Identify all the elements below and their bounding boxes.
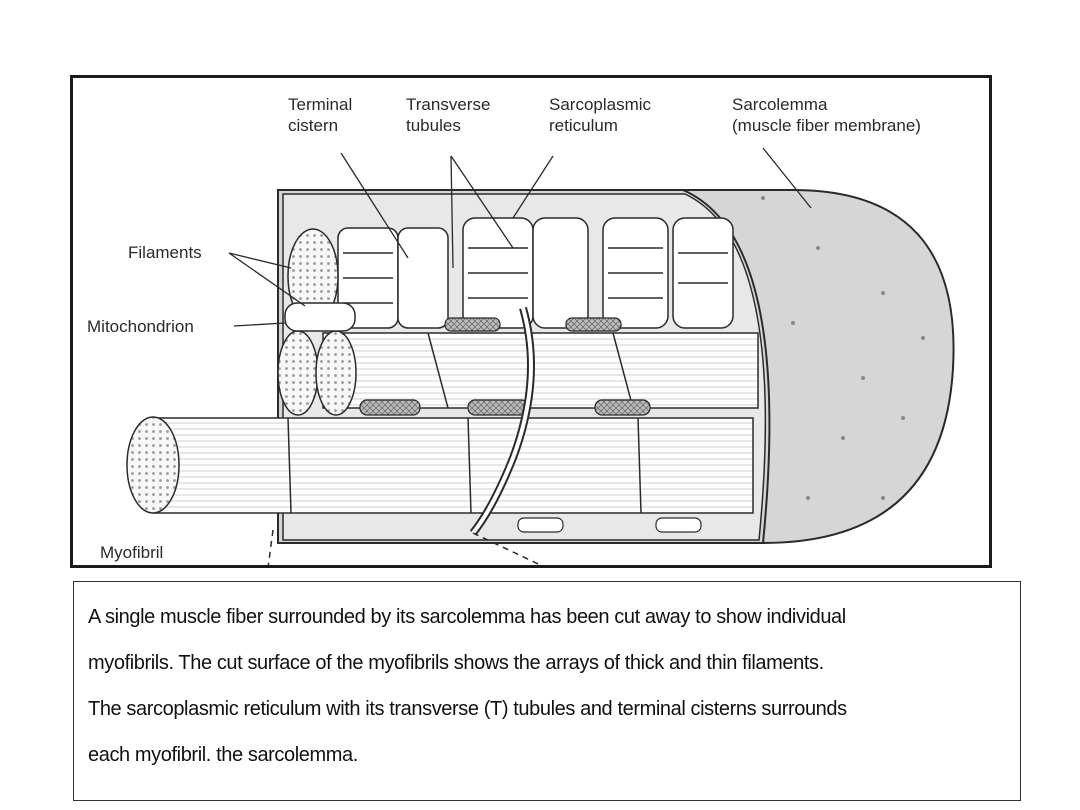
- filaments-label: Filaments: [128, 243, 202, 262]
- sarcolemma-cut-edge: [682, 189, 771, 544]
- terminal-cistern-label-1: Terminal: [288, 95, 352, 114]
- transverse-tubules-label-1: Transverse: [406, 95, 490, 114]
- sarcoplasmic-reticulum: [337, 217, 734, 329]
- muscle-fiber-figure: Terminal cistern Transverse tubules Sarcop…: [70, 75, 992, 568]
- caption-box: A single muscle fiber surrounded by its …: [73, 581, 1021, 801]
- caption-line-2: myofibrils. The cut surface of the myofi…: [88, 652, 824, 674]
- sarcoplasmic-reticulum-label-2: reticulum: [549, 116, 618, 135]
- terminal-cistern-label-2: cistern: [288, 116, 338, 135]
- sarcoplasmic-reticulum-label-1: Sarcoplasmic: [549, 95, 652, 114]
- myofibril-front-end: [126, 416, 180, 514]
- caption-line-4: each myofibril. the sarcolemma.: [88, 744, 358, 766]
- sarcolemma-pores: [761, 196, 925, 500]
- mitochondrion-label: Mitochondrion: [87, 317, 194, 336]
- svg-text:Sarcolemma(muscle fiber membra: Sarcolemma (muscle fiber membrane): [732, 95, 921, 135]
- caption-line-1: A single muscle fiber surrounded by its …: [88, 606, 846, 628]
- muscle-fiber-diagram: Terminal cistern Transverse tubules Sarcop…: [87, 95, 955, 565]
- transverse-tubules-label-2: tubules: [406, 116, 461, 135]
- filaments-cross-section-2: [277, 330, 319, 416]
- myofibril-label: Myofibril: [100, 543, 163, 562]
- filaments-cross-section-3: [315, 330, 357, 416]
- caption-line-3: The sarcoplasmic reticulum with its tran…: [88, 698, 847, 720]
- sarcolemma-label-1: Sarcolemma: [732, 95, 828, 114]
- myofibril-upper: [322, 332, 759, 409]
- mitochondrion: [284, 302, 356, 332]
- myofibril-front: [152, 417, 754, 514]
- terminal-cisterns: [359, 317, 651, 416]
- sarcolemma-label-2: (muscle fiber membrane): [732, 116, 921, 135]
